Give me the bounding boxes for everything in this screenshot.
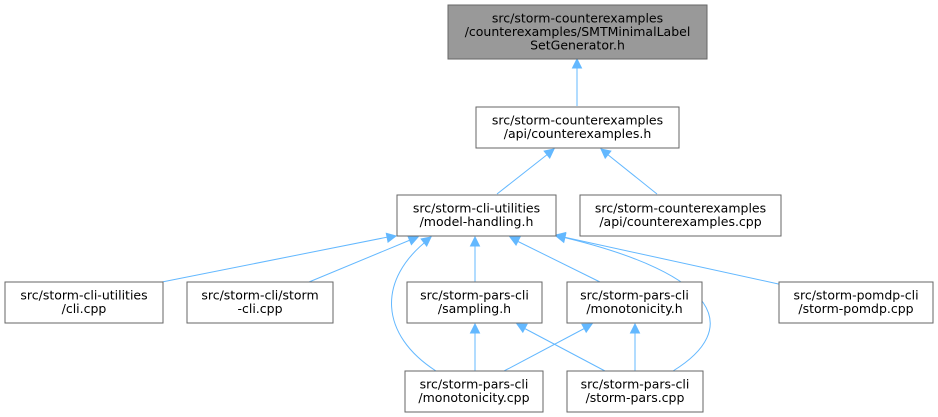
edge-mono_cpp-to-mh_h bbox=[391, 236, 437, 372]
edge-line bbox=[308, 237, 416, 283]
arrow-head-icon bbox=[629, 322, 641, 334]
edge-mono_h-to-mh_h bbox=[509, 236, 601, 283]
edge-line bbox=[496, 149, 554, 195]
node-box bbox=[447, 4, 708, 60]
edge-line bbox=[391, 238, 437, 372]
node-label-line: src/storm-cli/storm bbox=[201, 288, 318, 303]
node-label-line: /sampling.h bbox=[438, 301, 511, 316]
node-label-line: src/storm-cli-utilities bbox=[413, 201, 540, 216]
node-api-cpp[interactable]: src/storm-counterexamples/api/counterexa… bbox=[579, 194, 782, 237]
node-label-line: /storm-pars.cpp bbox=[586, 390, 685, 405]
edge-api_h-to-root bbox=[571, 57, 583, 106]
node-label-line: /storm-pomdp.cpp bbox=[798, 301, 913, 316]
arrow-head-icon bbox=[385, 232, 398, 244]
node-label-line: src/storm-pars-cli bbox=[580, 288, 689, 303]
arrow-head-icon bbox=[469, 235, 481, 247]
node-pars-cpp[interactable]: src/storm-pars-cli/storm-pars.cpp bbox=[566, 370, 704, 413]
edge-cli_cpp-to-mh_h bbox=[161, 232, 398, 283]
edges bbox=[161, 57, 784, 372]
node-cli-cpp[interactable]: src/storm-cli-utilities/cli.cpp bbox=[4, 281, 164, 324]
edge-line bbox=[519, 325, 606, 372]
node-label-line: /monotonicity.h bbox=[586, 301, 682, 316]
edge-line bbox=[558, 235, 784, 286]
edge-pars_cpp-to-sampling_h bbox=[516, 323, 606, 372]
arrow-head-icon bbox=[516, 323, 528, 334]
node-label-line: src/storm-pomdp-cli bbox=[793, 288, 918, 303]
edge-mono_cpp-to-sampling_h bbox=[469, 322, 481, 371]
node-label-line: /monotonicity.cpp bbox=[418, 390, 529, 405]
node-box bbox=[186, 281, 334, 324]
edge-line bbox=[557, 235, 711, 372]
edge-mono_cpp-to-mono_h bbox=[503, 323, 593, 372]
edge-pars_cpp-to-mh_h bbox=[554, 232, 711, 372]
edge-pars_cpp-to-mono_h bbox=[629, 322, 641, 371]
node-label-line: /model-handling.h bbox=[420, 214, 534, 229]
edge-storm_cli-to-mh_h bbox=[308, 235, 420, 283]
arrow-head-icon bbox=[571, 57, 583, 69]
node-label-line: /cli.cpp bbox=[62, 301, 107, 316]
edge-line bbox=[503, 325, 590, 372]
node-label-line: src/storm-counterexamples bbox=[595, 201, 766, 216]
arrow-head-icon bbox=[469, 322, 481, 334]
arrow-head-icon bbox=[543, 148, 555, 160]
node-box bbox=[406, 281, 543, 324]
node-sampling-h[interactable]: src/storm-pars-cli/sampling.h bbox=[406, 281, 543, 324]
node-label-line: /counterexamples/SMTMinimalLabel bbox=[465, 24, 691, 39]
node-mh-h[interactable]: src/storm-cli-utilities/model-handling.h bbox=[396, 194, 557, 237]
edge-line bbox=[601, 149, 658, 195]
edge-line bbox=[161, 235, 394, 283]
node-box bbox=[778, 281, 934, 324]
node-label-line: -cli.cpp bbox=[237, 301, 282, 316]
node-box bbox=[475, 106, 680, 149]
node-box bbox=[4, 281, 164, 324]
arrow-head-icon bbox=[554, 232, 567, 244]
edge-api_cpp-to-api_h bbox=[600, 148, 658, 195]
node-label-line: /api/counterexamples.cpp bbox=[599, 214, 761, 229]
node-label-line: /api/counterexamples.h bbox=[504, 126, 652, 141]
edge-mh_h-to-api_h bbox=[496, 148, 555, 195]
node-box bbox=[566, 281, 703, 324]
node-box bbox=[579, 194, 782, 237]
node-label-line: src/storm-pars-cli bbox=[420, 288, 529, 303]
node-storm-cli[interactable]: src/storm-cli/storm-cli.cpp bbox=[186, 281, 334, 324]
node-mono-cpp[interactable]: src/storm-pars-cli/monotonicity.cpp bbox=[404, 370, 544, 413]
node-label-line: src/storm-cli-utilities bbox=[20, 288, 147, 303]
node-api-h[interactable]: src/storm-counterexamples/api/counterexa… bbox=[475, 106, 680, 149]
node-label-line: SetGenerator.h bbox=[530, 37, 625, 52]
node-mono-h[interactable]: src/storm-pars-cli/monotonicity.h bbox=[566, 281, 703, 324]
arrow-head-icon bbox=[420, 236, 432, 248]
arrow-head-icon bbox=[407, 235, 420, 246]
edge-sampling_h-to-mh_h bbox=[469, 235, 481, 282]
node-label-line: src/storm-counterexamples bbox=[492, 113, 663, 128]
node-box bbox=[396, 194, 557, 237]
arrow-head-icon bbox=[509, 236, 521, 246]
node-root: src/storm-counterexamples/counterexample… bbox=[447, 4, 708, 60]
node-label-line: src/storm-counterexamples bbox=[492, 10, 663, 25]
node-box bbox=[566, 370, 704, 413]
nodes: src/storm-counterexamples/counterexample… bbox=[4, 4, 934, 413]
arrow-head-icon bbox=[581, 323, 593, 334]
node-label-line: src/storm-pars-cli bbox=[581, 377, 690, 392]
node-label-line: src/storm-pars-cli bbox=[420, 377, 529, 392]
node-box bbox=[404, 370, 544, 413]
edge-line bbox=[512, 238, 601, 283]
arrow-head-icon bbox=[600, 148, 612, 160]
node-pomdp-cpp[interactable]: src/storm-pomdp-cli/storm-pomdp.cpp bbox=[778, 281, 934, 324]
